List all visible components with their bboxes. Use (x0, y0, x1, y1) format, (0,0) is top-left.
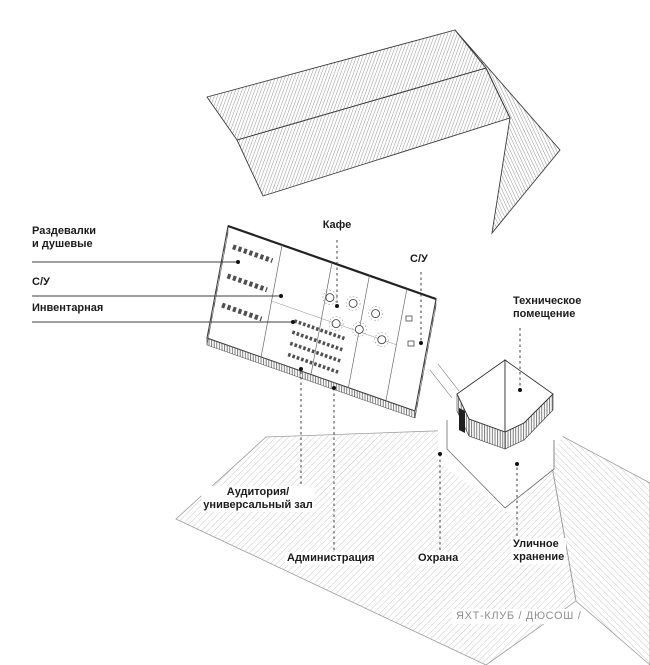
leader-lines (32, 240, 522, 550)
leader-dots (236, 260, 522, 466)
label-cafe: Кафе (322, 219, 352, 231)
wc-fixtures (405, 315, 415, 347)
technical-building (429, 359, 555, 509)
label-wc-right: С/У (410, 253, 428, 265)
label-changing-rooms: Раздевалки и душевые (32, 225, 97, 250)
label-inventory: Инвентарная (32, 302, 104, 314)
label-wc-left: С/У (32, 276, 50, 288)
floor-plan (206, 224, 437, 419)
door-opening (459, 408, 465, 433)
label-auditorium: Аудитория/ универсальный зал (201, 486, 315, 512)
walkway (429, 363, 460, 399)
label-security: Охрана (416, 552, 461, 565)
label-administration: Администрация (285, 552, 377, 565)
cafe-tables (322, 290, 390, 348)
label-outdoor-storage: Уличное хранение (511, 538, 567, 564)
project-caption: ЯХТ-КЛУБ / ДЮСОШ / (452, 609, 586, 624)
roof (206, 29, 561, 235)
lockers (221, 244, 274, 322)
label-technical-room: Техническое помещение (511, 295, 584, 321)
ground-plane (175, 392, 650, 665)
